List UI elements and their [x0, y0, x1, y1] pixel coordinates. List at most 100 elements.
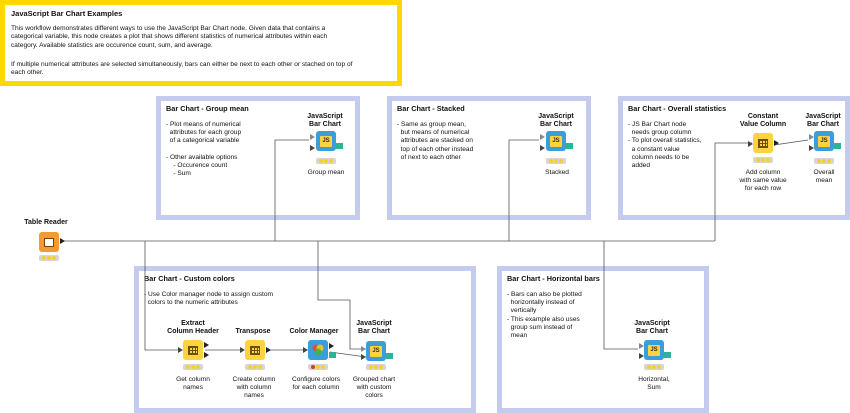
status-dot	[368, 365, 373, 369]
output-port[interactable]	[266, 347, 271, 353]
js-icon: JS	[818, 135, 830, 147]
transpose-node[interactable]	[245, 340, 265, 360]
constant-value-column-node[interactable]	[753, 133, 773, 153]
javascript-bar-chart-node[interactable]: JS	[316, 131, 336, 151]
color-palette-icon	[312, 344, 324, 356]
view-output-port[interactable]	[664, 352, 671, 358]
node-title: Table Reader	[24, 219, 68, 226]
status-dot	[310, 365, 315, 369]
node-caption: Get column names	[176, 376, 210, 392]
javascript-bar-chart-node[interactable]: JS	[644, 340, 664, 360]
status-dot	[646, 365, 651, 369]
status-dot	[329, 159, 334, 163]
output-port[interactable]	[204, 342, 209, 348]
input-port[interactable]	[310, 145, 315, 151]
javascript-bar-chart-node[interactable]: JS	[546, 131, 566, 151]
node-caption: Grouped chart with custom colors	[352, 376, 396, 400]
node-caption: Horizontal, Sum	[638, 376, 670, 392]
status-dot	[373, 365, 378, 369]
node-title: Constant Value Column	[739, 113, 787, 129]
output-port[interactable]	[204, 352, 209, 358]
node-title: JavaScript Bar Chart	[634, 320, 670, 336]
annotation-paragraph-2: If multiple numerical attributes are sel…	[11, 61, 353, 77]
group-description: - Same as group mean, but means of numer…	[397, 121, 474, 161]
status-dot	[321, 365, 326, 369]
input-port[interactable]	[240, 347, 245, 353]
js-icon: JS	[550, 135, 562, 147]
group-description: - JS Bar Chart node needs group column -…	[628, 121, 702, 170]
node-title: JavaScript Bar Chart	[538, 113, 574, 129]
status-dot	[755, 158, 760, 162]
input-port[interactable]	[809, 134, 814, 140]
table-grid-icon	[188, 345, 198, 355]
node-title: Extract Column Header	[167, 320, 219, 336]
node-status-traffic-light	[366, 364, 386, 370]
status-dot	[379, 365, 384, 369]
table-reader-node[interactable]	[39, 232, 59, 252]
input-port[interactable]	[809, 145, 814, 151]
node-status-traffic-light	[183, 364, 203, 370]
node-title: JavaScript Bar Chart	[805, 113, 841, 129]
node-title: Transpose	[235, 328, 271, 335]
status-dot	[46, 256, 51, 260]
node-status-traffic-light	[753, 157, 773, 163]
input-port[interactable]	[178, 347, 183, 353]
view-output-port[interactable]	[336, 143, 343, 149]
javascript-bar-chart-node[interactable]: JS	[366, 341, 386, 361]
node-caption: Group mean	[307, 169, 345, 176]
node-status-traffic-light	[814, 158, 834, 164]
group-description: - Plot means of numerical attributes for…	[166, 121, 242, 178]
status-dot	[196, 365, 201, 369]
annotation-paragraph-1: This workflow demonstrates different way…	[11, 25, 328, 49]
status-dot	[315, 365, 320, 369]
status-dot	[252, 365, 257, 369]
node-status-traffic-light	[39, 255, 59, 261]
view-output-port[interactable]	[566, 143, 573, 149]
status-dot	[318, 159, 323, 163]
output-port[interactable]	[774, 140, 779, 146]
status-dot	[548, 159, 553, 163]
status-dot	[559, 159, 564, 163]
group-description: - Use Color manager node to assign custo…	[144, 291, 274, 307]
status-dot	[323, 159, 328, 163]
color-model-output-port[interactable]	[329, 352, 336, 358]
status-dot	[41, 256, 46, 260]
node-caption: Create column with column names	[232, 376, 276, 400]
annotation-title: JavaScript Bar Chart Examples	[11, 9, 123, 18]
status-dot	[821, 159, 826, 163]
input-port[interactable]	[639, 353, 644, 359]
input-port[interactable]	[639, 343, 644, 349]
workflow-description-annotation: JavaScript Bar Chart Examples This workf…	[0, 0, 402, 86]
status-dot	[185, 365, 190, 369]
node-title: Color Manager	[289, 328, 339, 335]
node-status-traffic-light	[644, 364, 664, 370]
status-dot	[553, 159, 558, 163]
node-caption: Configure colors for each column	[291, 376, 341, 392]
group-description: - Bars can also be plotted horizontally …	[507, 291, 582, 340]
input-port[interactable]	[540, 145, 545, 151]
node-status-traffic-light	[245, 364, 265, 370]
javascript-bar-chart-node[interactable]: JS	[814, 131, 834, 151]
table-grid-icon	[250, 345, 260, 355]
node-status-traffic-light	[308, 364, 328, 370]
status-dot	[766, 158, 771, 162]
status-dot	[651, 365, 656, 369]
output-port[interactable]	[329, 343, 334, 349]
status-dot	[657, 365, 662, 369]
group-title: Bar Chart - Horizontal bars	[507, 274, 600, 283]
status-dot	[827, 159, 832, 163]
node-title: JavaScript Bar Chart	[307, 113, 343, 129]
view-output-port[interactable]	[386, 353, 393, 359]
status-dot	[258, 365, 263, 369]
color-manager-node[interactable]	[308, 340, 328, 360]
extract-column-header-node[interactable]	[183, 340, 203, 360]
table-grid-icon	[758, 138, 768, 148]
input-port[interactable]	[540, 134, 545, 140]
group-title: Bar Chart - Group mean	[166, 104, 249, 113]
group-title: Bar Chart - Overall statistics	[628, 104, 727, 113]
input-port[interactable]	[303, 347, 308, 353]
input-port[interactable]	[310, 134, 315, 140]
output-port[interactable]	[60, 238, 65, 244]
horizontal-bars-group-annotation: Bar Chart - Horizontal bars - Bars can a…	[497, 266, 709, 413]
view-output-port[interactable]	[834, 143, 841, 149]
